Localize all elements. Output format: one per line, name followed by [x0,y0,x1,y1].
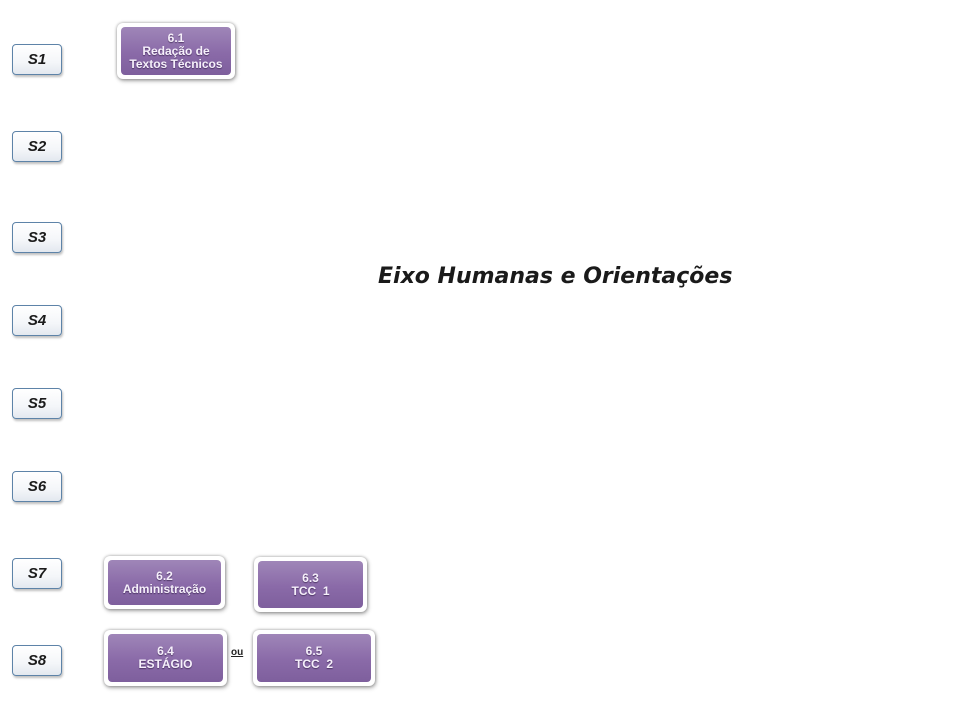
course-6-2-fill: 6.2 Administração [108,560,221,605]
course-name: TCC 1 [291,583,330,598]
semester-label-s1: S1 [12,44,62,75]
course-name-line2: Textos Técnicos [129,56,223,71]
course-6-4-fill: 6.4 ESTÁGIO [108,634,223,682]
semester-label-s5: S5 [12,388,62,419]
course-code: 6.5 [305,644,323,658]
course-6-3-box[interactable]: 6.3 TCC 1 [254,557,367,612]
semester-label-s8: S8 [12,645,62,676]
course-code: 6.1 [167,30,185,45]
course-6-5-fill: 6.5 TCC 2 [257,634,371,682]
course-6-5-box[interactable]: 6.5 TCC 2 [253,630,375,686]
semester-label-s2: S2 [12,131,62,162]
course-code: 6.3 [302,570,319,585]
course-6-4-box[interactable]: 6.4 ESTÁGIO [104,630,227,686]
course-6-2-box[interactable]: 6.2 Administração [104,556,225,609]
course-name: Administração [122,581,207,596]
semester-label-s3: S3 [12,222,62,253]
semester-label-s6: S6 [12,471,62,502]
course-name: ESTÁGIO [138,657,193,671]
semester-label-s7: S7 [12,558,62,589]
course-code: 6.2 [156,568,173,583]
course-name-line1: Redação de [142,43,210,58]
course-name: TCC 2 [294,657,333,671]
course-6-3-fill: 6.3 TCC 1 [258,561,363,608]
semester-label-s4: S4 [12,305,62,336]
course-6-1-box[interactable]: 6.1 Redação de Textos Técnicos [117,23,235,79]
connector-or-label: ou [231,647,244,658]
course-code: 6.4 [157,644,174,658]
course-6-1-fill: 6.1 Redação de Textos Técnicos [121,27,231,75]
page-title: Eixo Humanas e Orientações [378,264,733,289]
